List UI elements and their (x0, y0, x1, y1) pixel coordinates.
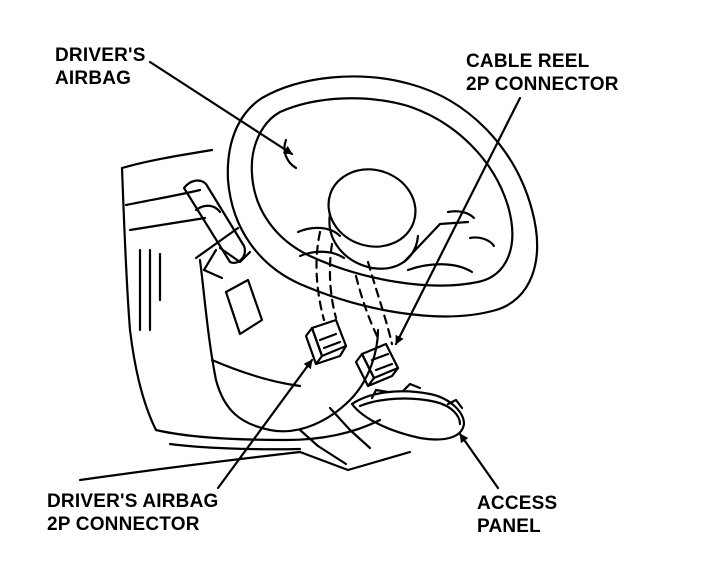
cable-reel-connector-label: CABLE REEL 2P CONNECTOR (466, 50, 619, 96)
drivers-airbag-2p-connector (304, 318, 348, 366)
drivers-airbag-connector-label: DRIVER'S AIRBAG 2P CONNECTOR (47, 490, 219, 536)
cable-reel-connector-label-line1: CABLE REEL (466, 51, 590, 72)
access-panel-label-line1: ACCESS (477, 493, 558, 514)
column-stalk (182, 179, 252, 280)
arrow-drivers-airbag-connector (216, 358, 314, 490)
leader-arrows (148, 60, 522, 490)
drivers-airbag-connector-label-line2: 2P CONNECTOR (47, 514, 200, 535)
drivers-airbag-label: DRIVER'S AIRBAG (55, 44, 146, 90)
access-panel-label: ACCESS PANEL (477, 492, 557, 538)
drivers-airbag-connector-label-line1: DRIVER'S AIRBAG (47, 491, 219, 512)
airbag-module (283, 138, 420, 270)
drivers-airbag-label-line1: DRIVER'S (55, 45, 146, 66)
access-panel-label-line2: PANEL (477, 516, 541, 537)
drivers-airbag-label-line2: AIRBAG (55, 68, 132, 89)
steering-wheel-rim (226, 75, 539, 318)
access-panel (350, 382, 466, 441)
cable-reel-2p-connector (354, 342, 400, 388)
airbag-wiring (315, 230, 394, 346)
dashboard-outline (78, 148, 412, 482)
arrow-drivers-airbag (148, 60, 294, 156)
arrow-cable-reel-connector (394, 96, 522, 346)
cable-reel-connector-label-line2: 2P CONNECTOR (466, 74, 619, 95)
steering-wheel-spokes (296, 210, 496, 274)
arrow-access-panel (458, 432, 500, 490)
